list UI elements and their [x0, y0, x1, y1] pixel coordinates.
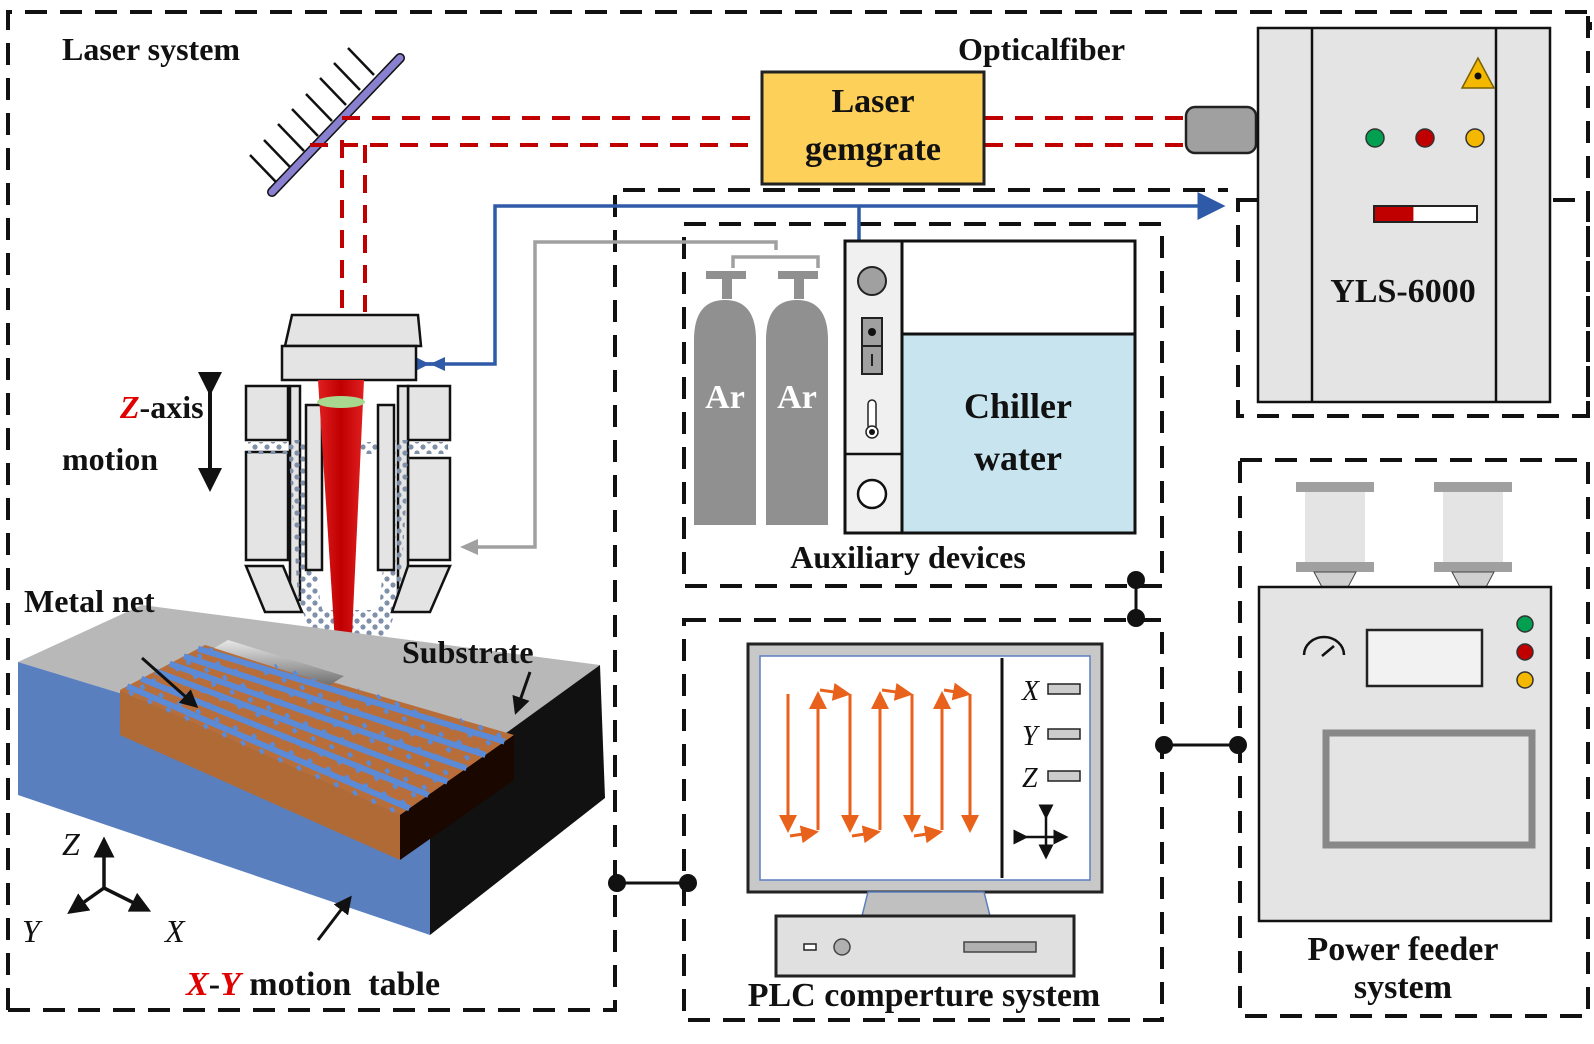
metal-net-pointer	[141, 656, 199, 708]
plc-group	[682, 618, 1164, 1022]
power-switch-icon	[861, 317, 883, 375]
chiller-label-1: Chiller	[964, 386, 1072, 426]
argon-cylinder-1: Ar	[694, 271, 756, 525]
laser-beam-path	[310, 116, 1185, 312]
auxiliary-devices-label: Auxiliary devices	[790, 539, 1026, 575]
metal-net-label: Metal net	[24, 583, 155, 619]
powder-hopper-1	[1296, 482, 1374, 588]
power-bar	[1373, 205, 1478, 223]
feeder-display	[1365, 628, 1484, 688]
z-axis-letter: Z	[119, 389, 140, 425]
argon-label-1: Ar	[705, 379, 745, 416]
laser-gemgrate-label-2: gemgrate	[805, 131, 941, 168]
scan-arrow	[819, 682, 851, 701]
substrate-pointer	[512, 671, 532, 715]
chiller-label-2: water	[974, 438, 1062, 478]
net-wire	[125, 683, 411, 812]
indicator-light-green	[1365, 128, 1385, 148]
plc-y-field	[1047, 728, 1081, 740]
plc-x-label: X	[1021, 676, 1040, 707]
net-wire	[370, 723, 485, 805]
plc-base-unit	[774, 914, 1076, 978]
table-pointer	[316, 895, 352, 941]
gauge-icon	[1302, 635, 1346, 657]
indicator-light-yellow	[1465, 128, 1485, 148]
net-wire	[221, 675, 320, 738]
laser-system-label: Laser system	[62, 31, 240, 67]
net-wire	[128, 645, 217, 697]
chiller-unit: Chiller water	[843, 239, 1137, 535]
argon-cylinder-2: Ar	[766, 271, 828, 525]
net-wire	[389, 729, 506, 813]
net-wire	[182, 653, 487, 758]
powder-feeder-cabinet	[1257, 585, 1553, 923]
plc-z-field	[1047, 770, 1081, 782]
laser-gemgrate-box: Laser gemgrate	[760, 70, 986, 186]
axis-x-label: X	[163, 913, 186, 949]
connector-aux-plc	[1127, 571, 1145, 627]
scan-arrow	[913, 825, 943, 844]
gas-line-gray	[470, 240, 820, 549]
net-wire	[146, 651, 238, 705]
pump-icon	[856, 478, 888, 510]
plc-monitor: X Y Z	[746, 642, 1104, 894]
scan-path-arrows	[779, 682, 979, 844]
xy-table-label: X-Y motion table	[185, 966, 440, 1003]
laser-system-group-border	[6, 10, 1592, 1010]
powder-hopper-2	[1434, 482, 1512, 588]
powder-feeder-label-2: system	[1354, 969, 1452, 1006]
plc-label: PLC comperture system	[748, 977, 1101, 1014]
feeder-light-yellow	[1516, 671, 1534, 689]
feeder-light-red	[1516, 643, 1534, 661]
arrow-head-nozzle	[430, 357, 445, 371]
net-wire	[184, 663, 279, 722]
mirror-icon	[249, 47, 405, 197]
indicator-light-red	[1415, 128, 1435, 148]
xy-y-letter: Y	[220, 966, 244, 1003]
optical-fiber-label: Opticalfiber	[958, 31, 1125, 67]
argon-label-2: Ar	[777, 379, 817, 416]
axis-z-label: Z	[62, 826, 81, 862]
laser-warning-icon	[1460, 56, 1496, 89]
substrate-label: Substrate	[402, 634, 534, 670]
cladding-track	[214, 640, 344, 685]
chiller-knob-icon	[857, 266, 887, 296]
plc-z-label: Z	[1022, 763, 1038, 794]
fiber-connector	[1184, 105, 1258, 155]
scan-arrow	[851, 825, 881, 844]
scan-arrow	[943, 682, 971, 701]
net-wire	[333, 711, 444, 788]
net-wire	[202, 669, 299, 730]
xyz-axes-icon	[67, 836, 152, 915]
laser-system-group-border-lower	[8, 188, 1228, 1012]
xy-dash: -	[209, 966, 220, 1003]
thermometer-icon	[865, 399, 879, 439]
xy-x-letter: X	[185, 966, 210, 1003]
laser-gemgrate-label-1: Laser	[831, 83, 914, 120]
feeder-light-green	[1516, 615, 1534, 633]
monitor-stand	[861, 891, 991, 917]
arrow-head-gas	[460, 539, 478, 555]
scan-arrow	[881, 682, 913, 701]
powder-feeder-label-1: Power feeder	[1308, 931, 1499, 968]
plc-y-label: Y	[1022, 721, 1041, 752]
scan-arrow	[789, 825, 819, 844]
z-axis-suffix: -axis	[140, 389, 204, 425]
connector-plc-feeder	[1155, 736, 1247, 754]
move-cross-icon	[1013, 804, 1069, 860]
substrate-block	[120, 640, 514, 860]
axis-y-label: Y	[22, 913, 43, 949]
feeder-panel	[1322, 729, 1536, 849]
cladding-head	[244, 313, 452, 720]
connector-laser-plc	[608, 874, 697, 892]
plc-x-field	[1047, 683, 1081, 695]
net-wire	[314, 705, 423, 780]
z-axis-motion-label: motion	[62, 441, 158, 477]
net-wire	[351, 717, 464, 797]
yls-model-label: YLS-6000	[1330, 273, 1475, 310]
laser-source-cabinet: YLS-6000	[1256, 26, 1552, 404]
xy-rest: motion table	[241, 966, 440, 1003]
z-axis-label: Z-axis	[119, 389, 204, 425]
